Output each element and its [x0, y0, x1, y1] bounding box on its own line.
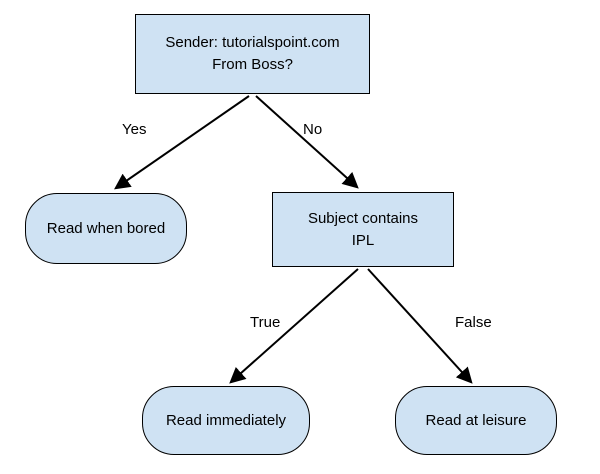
node-read-at-leisure-label: Read at leisure — [425, 411, 527, 429]
node-root-sender: Sender: tutorialspoint.com From Boss? — [135, 14, 370, 94]
edge-no-arrow — [255, 95, 359, 189]
node-read-when-bored: Read when bored — [25, 193, 187, 264]
edge-yes-arrow — [114, 95, 250, 190]
node-subject-contains-line2: IPL — [351, 231, 375, 249]
node-subject-contains: Subject contains IPL — [272, 192, 454, 267]
edge-label-no: No — [303, 121, 323, 138]
node-read-when-bored-label: Read when bored — [46, 219, 166, 237]
edge-label-yes: Yes — [122, 121, 147, 138]
node-root-line2: From Boss? — [212, 56, 293, 73]
node-subject-contains-line1: Subject contains — [307, 209, 419, 227]
node-root-line1: Sender: tutorialspoint.com — [165, 34, 340, 51]
node-read-immediately-label: Read immediately — [165, 411, 287, 429]
edge-label-true: True — [250, 314, 281, 331]
node-read-at-leisure: Read at leisure — [395, 386, 557, 455]
node-read-immediately: Read immediately — [142, 386, 310, 455]
edge-label-false: False — [455, 314, 492, 331]
